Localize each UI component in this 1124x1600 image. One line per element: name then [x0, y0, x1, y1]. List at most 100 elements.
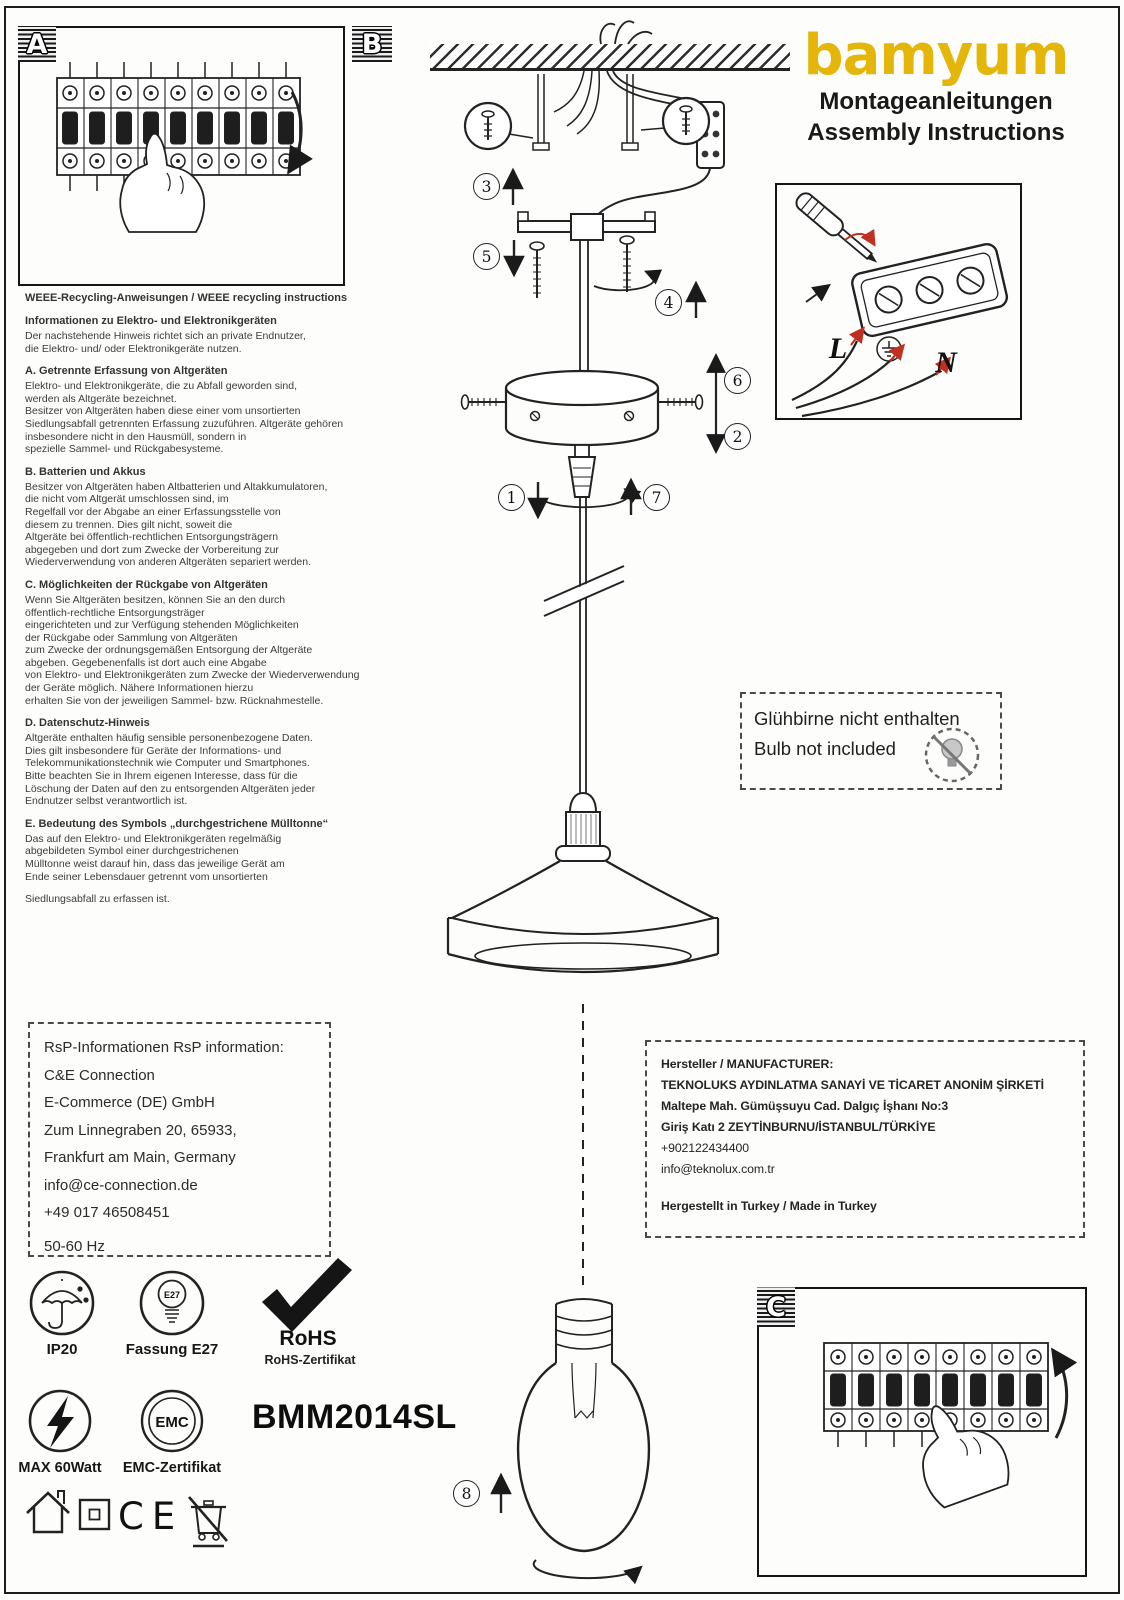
- socket-e27-label: Fassung E27: [125, 1341, 219, 1358]
- terminal-n-label: N: [934, 346, 958, 379]
- manufacturer-email: info@teknolux.com.tr: [661, 1162, 775, 1176]
- emc-label: EMC: [155, 1414, 189, 1431]
- bulb-note-en: Bulb not included: [754, 738, 896, 759]
- double-insulation-icon: [78, 1498, 111, 1531]
- breaker-panel-a-illustration: [56, 62, 313, 233]
- weee-section-title: B. Batterien und Akkus: [25, 465, 146, 478]
- weee-section-title: A. Getrennte Erfassung von Altgeräten: [25, 365, 228, 378]
- weee-section: E. Bedeutung des Symbols „durchgestriche…: [25, 818, 439, 883]
- rotate-arrow-icon: [532, 1559, 643, 1585]
- ip20-icon: [29, 1270, 95, 1336]
- emc-icon: EMC: [140, 1389, 204, 1453]
- page-border: [4, 6, 1120, 1594]
- manufacturer-title: Hersteller / MANUFACTURER:: [661, 1057, 834, 1071]
- weee-section-title: E. Bedeutung des Symbols „durchgestriche…: [25, 817, 329, 830]
- cord-grip-icon: [567, 444, 597, 498]
- step-circle-6: 6: [724, 367, 751, 394]
- panel-c-label: C: [757, 1287, 795, 1327]
- pendant-lamp-assembly-illustration: [446, 20, 726, 1585]
- mounting-bracket-icon: [517, 211, 656, 241]
- rsp-line: Zum Linnegraben 20, 65933,: [44, 1121, 237, 1139]
- weee-section: C. Möglichkeiten der Rückgabe von Altger…: [25, 579, 439, 707]
- step-circle-3: 3: [473, 173, 500, 200]
- made-in-line: Hergestellt in Turkey / Made in Turkey: [661, 1199, 877, 1213]
- step-circle-2: 2: [724, 423, 751, 450]
- curved-arrow-up-icon: [1051, 1347, 1078, 1439]
- manufacturer-line: Maltepe Mah. Gümüşsuyu Cad. Dalgıç İşhan…: [661, 1099, 949, 1113]
- anchor-callout-left: [463, 101, 534, 151]
- weee-section: D. Datenschutz-Hinweis Altgeräte enthalt…: [25, 717, 439, 808]
- weee-section: A. Getrennte Erfassung von Altgeräten El…: [25, 365, 439, 456]
- ceiling-wires-icon: [599, 20, 653, 45]
- rsp-line: E-Commerce (DE) GmbH: [44, 1094, 215, 1111]
- weee-section-body: Der nachstehende Hinweis richtet sich an…: [25, 330, 306, 355]
- rsp-line: Frankfurt am Main, Germany: [44, 1149, 236, 1166]
- weee-section-body: Elektro- und Elektronikgeräte, die zu Ab…: [25, 380, 344, 456]
- step-circle-7: 7: [643, 484, 670, 511]
- mount-screw-right-icon: [619, 235, 635, 293]
- step-circle-1: 1: [498, 484, 525, 511]
- max-watt-icon: [28, 1389, 92, 1453]
- canopy-icon: [460, 369, 704, 447]
- weee-section: B. Batterien und Akkus Besitzer von Altg…: [25, 466, 439, 569]
- weee-bin-icon: [188, 1496, 228, 1548]
- bulb-note-de: Glühbirne nicht enthalten: [754, 708, 960, 729]
- curved-arrow-icon: [287, 91, 313, 175]
- rohs-check-icon: [262, 1258, 352, 1332]
- weee-section-body: Das auf den Elektro- und Elektronikgerät…: [25, 832, 285, 883]
- lamp-socket-icon: [555, 791, 611, 862]
- rsp-line: info@ce-connection.de: [44, 1176, 198, 1194]
- brand-header: bamyum Montageanleitungen Assembly Instr…: [790, 26, 1082, 148]
- cable-break-icon: [543, 565, 625, 617]
- weee-section-title: Informationen zu Elektro- und Elektronik…: [25, 315, 277, 327]
- terminal-l-label: L: [828, 332, 847, 365]
- e27-label: E27: [164, 1290, 180, 1300]
- lamp-shade-icon: [446, 860, 720, 974]
- manufacturer-line: Giriş Katı 2 ZEYTİNBURNU/İSTANBUL/TÜRKİY…: [661, 1120, 936, 1134]
- manufacturer-box: Hersteller / MANUFACTURER: TEKNOLUKS AYD…: [645, 1040, 1085, 1238]
- ce-mark: CE: [118, 1495, 184, 1538]
- weee-section-body: Wenn Sie Altgeräten besitzen, können Sie…: [25, 593, 360, 707]
- rohs-title: RoHS: [279, 1327, 337, 1350]
- bulb-not-included-box: Glühbirne nicht enthalten Bulb not inclu…: [740, 692, 1002, 790]
- weee-section-body: Siedlungsabfall zu erfassen ist.: [25, 893, 170, 906]
- max-watt-label: MAX 60Watt: [18, 1460, 102, 1476]
- rsp-information-box: RsP-Informationen RsP information: C&E C…: [28, 1022, 331, 1257]
- weee-section-title: C. Möglichkeiten der Rückgabe von Altger…: [25, 578, 268, 591]
- anchor-callout-right: [640, 96, 711, 146]
- weee-section-body: Altgeräte enthalten häufig sensible pers…: [25, 732, 316, 808]
- panel-c-box: [757, 1287, 1087, 1577]
- weee-section: Siedlungsabfall zu erfassen ist.: [25, 893, 439, 906]
- house-icon: [26, 1490, 70, 1534]
- earth-symbol-icon: [876, 336, 902, 362]
- brand-logo: bamyum: [803, 23, 1070, 88]
- weee-heading: WEEE-Recycling-Anweisungen / WEEE recycl…: [25, 292, 348, 304]
- rsp-line: +49 017 46508451: [44, 1204, 170, 1221]
- rsp-line: RsP-Informationen RsP information:: [44, 1039, 284, 1056]
- weee-section-body: Besitzer von Altgeräten haben Altbatteri…: [25, 480, 328, 569]
- step-circle-5: 5: [473, 243, 500, 270]
- panel-a-label: A: [18, 26, 56, 62]
- model-number: BMM2014SL: [252, 1398, 457, 1436]
- step-circle-4: 4: [655, 289, 682, 316]
- panel-b-label: B: [352, 26, 392, 62]
- terminal-wiring-detail-illustration: L N: [791, 192, 1009, 418]
- rotate-arrow-icon: [593, 269, 663, 292]
- terminal-block-icon: [851, 243, 1009, 338]
- rsp-line: 50-60 Hz: [44, 1237, 105, 1255]
- ceiling-hatch: [430, 44, 790, 71]
- weee-section: Informationen zu Elektro- und Elektronik…: [25, 315, 439, 355]
- manufacturer-line: TEKNOLUKS AYDINLATMA SANAYİ VE TİCARET A…: [661, 1078, 1044, 1092]
- breaker-panel-c-illustration: [823, 1342, 1078, 1512]
- weee-section-title: D. Datenschutz-Hinweis: [25, 717, 150, 730]
- panel-a-box: [18, 26, 345, 286]
- light-bulb-icon: [516, 1298, 651, 1553]
- manufacturer-phone: +902122434400: [661, 1141, 749, 1155]
- mount-screw-left-icon: [529, 241, 545, 299]
- weee-recycling-text: WEEE-Recycling-Anweisungen / WEEE recycl…: [25, 292, 439, 916]
- rsp-line: C&E Connection: [44, 1066, 155, 1084]
- rohs-subtitle: RoHS-Zertifikat: [264, 1353, 356, 1367]
- terminal-detail-box: [775, 183, 1022, 420]
